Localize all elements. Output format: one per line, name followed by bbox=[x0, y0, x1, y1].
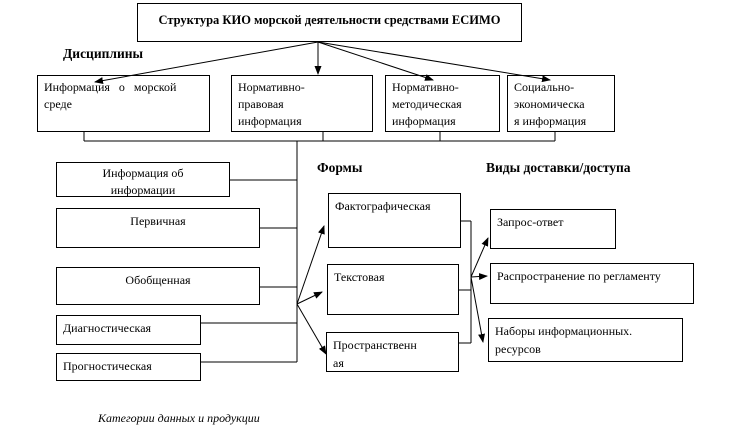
node-information-resource-sets: Наборы информационных. ресурсов bbox=[488, 318, 683, 362]
node-spatial: Пространственн ая bbox=[326, 332, 459, 372]
node-textual: Текстовая bbox=[327, 264, 459, 315]
node-factographic: Фактографическая bbox=[328, 193, 461, 248]
node-title: Структура КИО морской деятельности средс… bbox=[137, 3, 522, 42]
node-distribution-by-regulation: Распространение по регламенту bbox=[490, 263, 694, 304]
caption-data-categories: Категории данных и продукции bbox=[98, 411, 260, 425]
node-request-response: Запрос-ответ bbox=[490, 209, 616, 249]
node-info-about-info: Информация об информации bbox=[56, 162, 230, 197]
label-delivery-types: Виды доставки/доступа bbox=[486, 160, 631, 175]
node-diagnostic: Диагностическая bbox=[56, 315, 201, 345]
node-marine-environment-info: Информация о морской среде bbox=[37, 75, 210, 132]
node-legal-info: Нормативно- правовая информация bbox=[231, 75, 373, 132]
node-prognostic: Прогностическая bbox=[56, 353, 201, 381]
label-forms: Формы bbox=[317, 160, 363, 175]
node-primary: Первичная bbox=[56, 208, 260, 248]
node-socioeconomic-info: Социально- экономическа я информация bbox=[507, 75, 615, 132]
node-generalized: Обобщенная bbox=[56, 267, 260, 305]
node-methodical-info: Нормативно- методическая информация bbox=[385, 75, 500, 132]
label-disciplines: Дисциплины bbox=[63, 46, 144, 61]
